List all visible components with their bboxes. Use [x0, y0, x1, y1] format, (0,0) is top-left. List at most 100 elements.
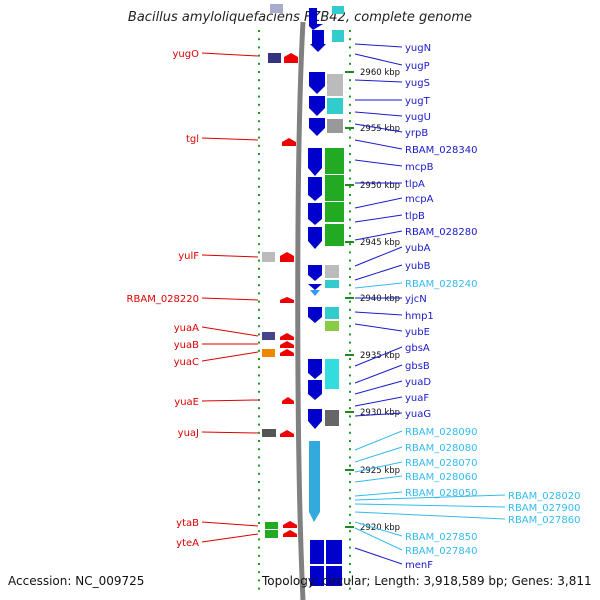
gene-leader-line — [354, 511, 506, 520]
gene-label-right[interactable]: yugS — [405, 78, 430, 89]
gene-leader-line — [354, 430, 403, 451]
gene-label-right[interactable]: RBAM_028070 — [405, 458, 477, 469]
gene-label-right[interactable]: RBAM_027850 — [405, 532, 477, 543]
right-ruler-dots — [349, 30, 351, 590]
gene-label-right[interactable]: yjcN — [405, 294, 427, 305]
ruler-dot — [349, 276, 351, 278]
gene-label-left[interactable]: yuaC — [174, 357, 199, 368]
gene-label-right[interactable]: yugT — [405, 96, 431, 107]
ruler-dot — [258, 235, 260, 237]
gene-label-left[interactable]: yuaE — [174, 397, 199, 408]
ruler-dot — [349, 161, 351, 164]
ruler-dot — [349, 112, 351, 114]
ruler-dot — [349, 267, 351, 270]
gene-label-right[interactable]: RBAM_028280 — [405, 227, 477, 238]
ruler-dot — [349, 87, 351, 90]
gene-leader-line — [201, 297, 259, 301]
gene-label-right[interactable]: RBAM_028050 — [405, 488, 477, 499]
gene-label-left[interactable]: yteA — [176, 538, 199, 549]
gene-label-right[interactable]: tlpA — [405, 179, 425, 190]
gene-label-right[interactable]: yuaD — [405, 377, 431, 388]
ruler-dot — [258, 431, 260, 434]
gene-label-right[interactable]: tlpB — [405, 211, 425, 222]
gene-label-right[interactable]: yubE — [405, 327, 430, 338]
gene-leader-line — [201, 52, 259, 57]
gene-leader-line — [354, 264, 403, 281]
ruler-dot — [258, 349, 260, 352]
gene-label-right[interactable]: RBAM_027860 — [508, 515, 580, 526]
ruler-dot — [349, 497, 351, 500]
gene-leader-line — [354, 521, 403, 537]
ruler-dot — [349, 407, 351, 410]
gene-label-right[interactable]: yubA — [405, 243, 431, 254]
ruler-dot — [349, 169, 351, 172]
ruler-dot — [349, 317, 351, 319]
gene-label-right[interactable]: hmp1 — [405, 311, 434, 322]
ruler-dot — [349, 587, 351, 590]
ruler-dot — [258, 210, 260, 213]
ruler-dot — [258, 202, 260, 205]
gene-label-right[interactable]: menF — [405, 560, 433, 571]
gene-leader-line — [354, 475, 403, 483]
gene-label-right[interactable]: RBAM_028340 — [405, 145, 477, 156]
gene-label-right[interactable]: mcpB — [405, 162, 434, 173]
gene-label-right[interactable]: yuaF — [405, 393, 429, 404]
gene-label-right[interactable]: RBAM_028020 — [508, 491, 580, 502]
ruler-dot — [258, 366, 260, 369]
ruler-dot — [349, 464, 351, 467]
gene-label-left[interactable]: tgl — [186, 134, 199, 145]
ruler-dot — [349, 538, 351, 541]
gene-label-right[interactable]: yugN — [405, 43, 431, 54]
ruler-dot — [349, 390, 351, 393]
ruler-dot — [258, 71, 260, 73]
ruler-dot — [349, 448, 351, 451]
ruler-dot — [258, 300, 260, 303]
gene-label-right[interactable]: RBAM_028060 — [405, 472, 477, 483]
ruler-dot — [349, 210, 351, 213]
gene-label-right[interactable]: yrpB — [405, 128, 428, 139]
ruler-dot — [349, 79, 351, 82]
ruler-dot — [258, 194, 260, 196]
ruler-dot — [258, 530, 260, 533]
topology-label: Topology: circular; Length: 3,918,589 bp… — [262, 574, 592, 588]
gene-label-right[interactable]: gbsA — [405, 343, 430, 354]
ruler-dot — [258, 382, 260, 385]
gene-label-right[interactable]: yubB — [405, 261, 431, 272]
gene-label-left[interactable]: RBAM_028220 — [127, 294, 199, 305]
ruler-dot — [258, 505, 260, 508]
gene-label-right[interactable]: yugP — [405, 61, 430, 72]
ruler-dot — [258, 522, 260, 524]
gene-label-right[interactable]: RBAM_028090 — [405, 427, 477, 438]
gene-label-right[interactable]: mcpA — [405, 194, 434, 205]
gene-label-right[interactable]: RBAM_028240 — [405, 279, 477, 290]
gene-label-right[interactable]: RBAM_027900 — [508, 503, 580, 514]
gene-label-right[interactable]: RBAM_028080 — [405, 443, 477, 454]
gene-label-right[interactable]: gbsB — [405, 361, 430, 372]
ruler-dot — [349, 382, 351, 385]
ruler-dot — [258, 390, 260, 393]
gene-label-right[interactable]: RBAM_027840 — [405, 546, 477, 557]
gene-label-left[interactable]: yuaJ — [178, 428, 199, 439]
gene-leader-line — [354, 311, 403, 316]
gene-label-right[interactable]: yuaG — [405, 409, 431, 420]
gene-label-right[interactable]: yugU — [405, 112, 431, 123]
ruler-dot — [349, 481, 351, 483]
gene-label-left[interactable]: yuaB — [174, 340, 199, 351]
ruler-dot — [349, 95, 351, 98]
ruler-dot — [349, 341, 351, 344]
gene-leader-line — [354, 111, 403, 117]
kbp-label-bg — [358, 348, 400, 360]
ruler-dot — [349, 472, 351, 475]
ruler-dot — [258, 226, 260, 229]
ruler-dot — [258, 177, 260, 180]
gene-label-left[interactable]: yugO — [173, 49, 200, 60]
ruler-dot — [258, 169, 260, 172]
gene-leader-line — [354, 282, 403, 289]
gene-label-left[interactable]: ytaB — [176, 518, 199, 529]
ruler-dot — [258, 38, 260, 41]
gene-label-left[interactable]: yulF — [178, 251, 199, 262]
gene-label-left[interactable]: yuaA — [174, 323, 199, 334]
gene-leader-line — [201, 521, 259, 527]
gene-leader-line — [354, 491, 403, 497]
